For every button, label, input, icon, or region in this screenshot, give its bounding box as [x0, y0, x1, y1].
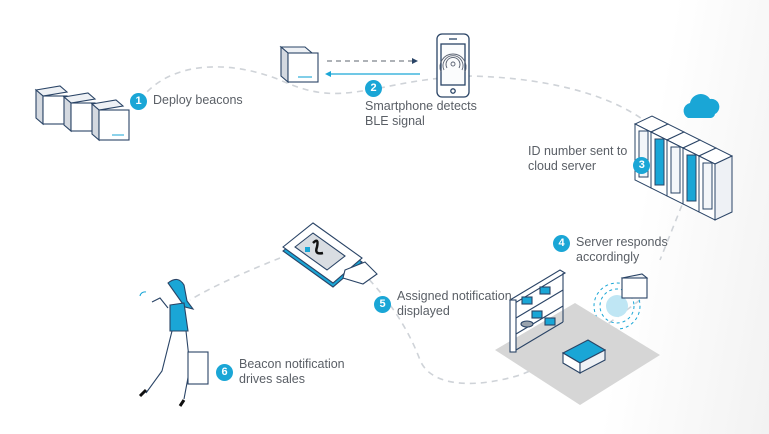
step-label-line: displayed [397, 304, 450, 318]
step-label-line: BLE signal [365, 114, 425, 128]
step-number-badge: 2 [365, 80, 382, 97]
store-shelf-icon [495, 269, 660, 405]
step-2: 2 Smartphone detects BLE signal [365, 80, 477, 129]
step-label-line: ID number sent to [528, 144, 628, 158]
step-6: 6 Beacon notification drives sales [216, 357, 345, 387]
step-label-line: Beacon notification [239, 357, 345, 371]
shopper-icon [138, 278, 209, 407]
beacon-cube-icon [34, 85, 130, 142]
server-rack-icon [633, 115, 734, 221]
hand-holding-phone-icon [282, 222, 378, 288]
step-number-badge: 4 [553, 235, 570, 252]
step-number-badge: 1 [130, 93, 147, 110]
beacon-cube-icon [279, 45, 319, 84]
step-label-line: Server responds [576, 235, 668, 249]
step-label-line: cloud server [528, 159, 597, 173]
step-label-line: Smartphone detects [365, 99, 477, 113]
beacon-cube-icon [620, 273, 649, 299]
step-4: 4 Server responds accordingly [553, 235, 668, 265]
signal-arrows [325, 58, 420, 77]
step-label-line: accordingly [576, 250, 640, 264]
step-label-line: Assigned notification [397, 289, 512, 303]
ble-signal-icon [439, 53, 467, 73]
step-5: 5 Assigned notification displayed [374, 289, 512, 319]
smartphone-icon [436, 33, 470, 98]
step-label-line: Deploy beacons [153, 93, 243, 107]
step-3: 3 ID number sent to cloud server [528, 144, 651, 174]
step-number-badge: 3 [633, 157, 651, 174]
step-number-badge: 6 [216, 363, 233, 381]
step-1: 1 Deploy beacons [130, 93, 243, 110]
beacon-waves [593, 282, 641, 330]
step-label-line: drives sales [239, 372, 305, 386]
step-number-badge: 5 [374, 295, 391, 313]
cloud-icon [683, 94, 720, 118]
